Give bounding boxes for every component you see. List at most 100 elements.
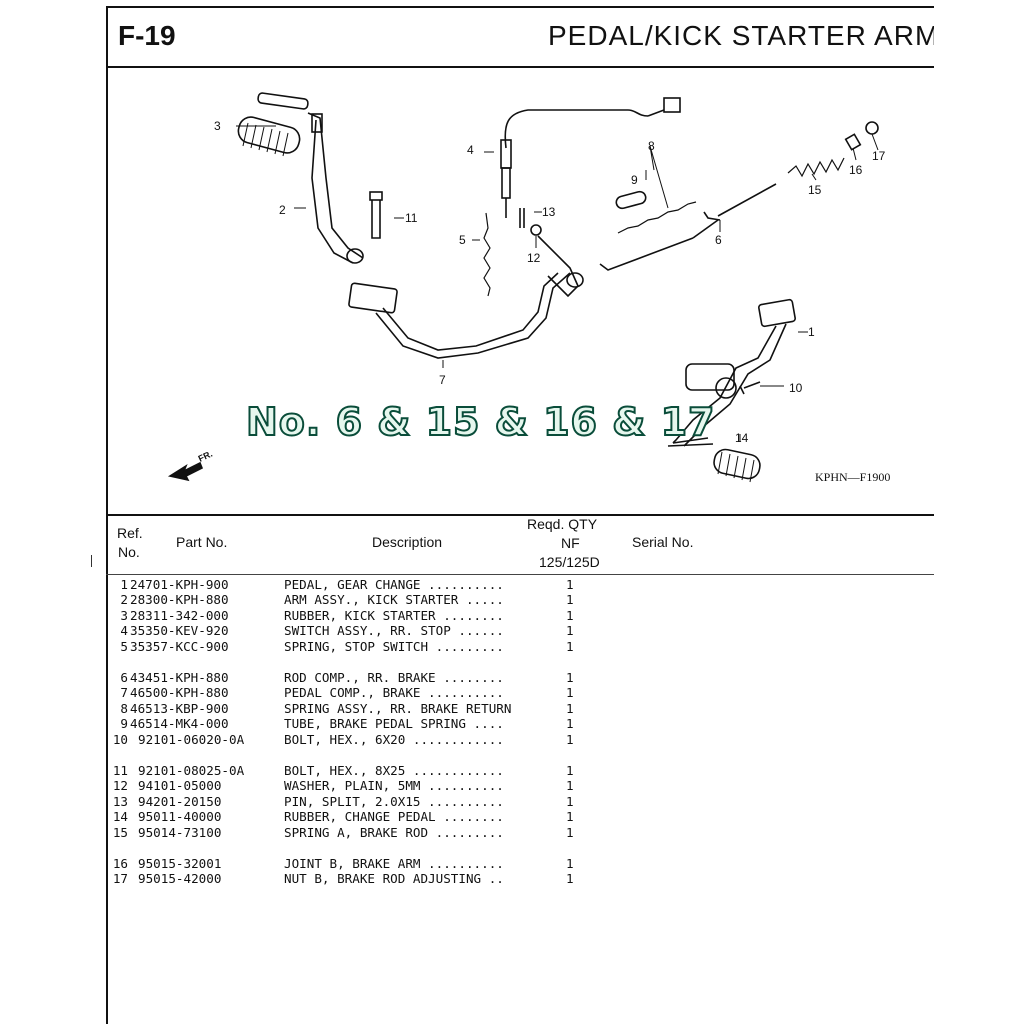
kick-starter-rubber xyxy=(237,116,301,157)
bolt-10 xyxy=(739,381,761,395)
quantity: 1 xyxy=(566,856,574,871)
callout-14: 14 xyxy=(735,431,749,445)
diagram-divider xyxy=(106,514,934,516)
ref-no: 7 xyxy=(120,685,128,701)
ref-no: 13 xyxy=(112,793,128,809)
part-no: 35357-KCC-900 xyxy=(130,638,229,654)
part-no: 46500-KPH-880 xyxy=(130,685,229,701)
ref-no: 3 xyxy=(120,607,128,623)
description: RUBBER, KICK STARTER ........ xyxy=(284,607,504,623)
callout-6: 6 xyxy=(715,233,722,247)
bolt-11 xyxy=(369,191,383,239)
quantity: 1 xyxy=(566,670,574,685)
callout-13: 13 xyxy=(542,205,556,219)
ref-no: 17 xyxy=(112,871,128,887)
ref-no: 12 xyxy=(112,778,128,794)
brake-pedal xyxy=(348,235,584,359)
ref-no: 11 xyxy=(112,763,128,778)
description: NUT B, BRAKE ROD ADJUSTING .. xyxy=(284,871,504,887)
callout-2: 2 xyxy=(279,203,286,217)
description: ROD COMP., RR. BRAKE ........ xyxy=(284,670,504,685)
description: BOLT, HEX., 8X25 ............ xyxy=(284,763,504,778)
ref-no: 14 xyxy=(112,809,128,825)
callout-16: 16 xyxy=(849,163,863,177)
description: SPRING, STOP SWITCH ......... xyxy=(284,638,504,654)
kick-starter-arm xyxy=(257,92,364,264)
description: SPRING ASSY., RR. BRAKE RETURN xyxy=(284,700,512,716)
quantity: 1 xyxy=(566,685,574,701)
part-no: 94101-05000 xyxy=(138,778,222,794)
description: PEDAL COMP., BRAKE .......... xyxy=(284,685,504,701)
quantity: 1 xyxy=(566,716,574,732)
part-no: 95015-42000 xyxy=(138,871,222,887)
quantity: 1 xyxy=(566,592,574,608)
brake-rod xyxy=(599,183,777,271)
change-pedal-rubber xyxy=(713,448,761,483)
gear-change-pedal xyxy=(667,298,796,447)
header-ref-line1: Ref. xyxy=(117,525,143,541)
quantity: 1 xyxy=(566,763,574,778)
part-no: 92101-08025-0A xyxy=(138,763,245,778)
part-no: 46513-KBP-900 xyxy=(130,700,229,716)
part-no: 95014-73100 xyxy=(138,824,222,840)
part-no: 28300-KPH-880 xyxy=(130,592,229,608)
brake-arm-joint xyxy=(844,133,862,151)
part-no: 24701-KPH-900 xyxy=(130,577,229,592)
callout-5: 5 xyxy=(459,233,466,247)
header-part-no: Part No. xyxy=(176,534,228,550)
front-label: FR. xyxy=(197,449,214,464)
callout-leaders xyxy=(236,125,879,442)
ref-no: 4 xyxy=(120,623,128,639)
part-no: 95015-32001 xyxy=(138,856,222,871)
callout-12: 12 xyxy=(527,251,541,265)
quantity: 1 xyxy=(566,871,574,887)
quantity: 1 xyxy=(566,809,574,825)
ref-no: 5 xyxy=(120,638,128,654)
description: PEDAL, GEAR CHANGE .......... xyxy=(284,577,504,592)
callout-1: 1 xyxy=(808,325,815,339)
callout-3: 3 xyxy=(214,119,221,133)
description: JOINT B, BRAKE ARM .......... xyxy=(284,856,504,871)
ref-no: 6 xyxy=(120,670,128,685)
callout-11: 11 xyxy=(405,211,418,225)
stop-switch xyxy=(500,97,681,218)
header-ref-line2: No. xyxy=(118,544,140,560)
split-pin xyxy=(519,208,525,228)
table-row: 1 24701-KPH-900 PEDAL, GEAR CHANGE .......… xyxy=(118,577,588,592)
figure-title: PEDAL/KICK STARTER ARM xyxy=(548,20,934,51)
illustration-code: KPHN—F1900 xyxy=(815,470,891,484)
header-qty-line3: 125/125D xyxy=(539,554,600,570)
table-row: 12 94101-05000 WASHER, PLAIN, 5MM ........… xyxy=(113,778,588,794)
callout-8: 8 xyxy=(648,139,655,153)
quantity: 1 xyxy=(566,577,574,592)
header-qty-line2: NF xyxy=(561,535,580,551)
quantity: 1 xyxy=(566,778,574,794)
header-description: Description xyxy=(372,534,443,550)
stop-switch-spring xyxy=(483,212,491,297)
part-no: 95011-40000 xyxy=(138,809,222,825)
description: PIN, SPLIT, 2.0X15 .......... xyxy=(284,793,504,809)
ref-no: 16 xyxy=(112,856,128,871)
description: SWITCH ASSY., RR. STOP ...... xyxy=(284,623,504,639)
callout-7: 7 xyxy=(439,373,446,387)
header-divider xyxy=(106,66,934,68)
ref-no: 8 xyxy=(120,700,128,716)
description: RUBBER, CHANGE PEDAL ........ xyxy=(284,809,504,825)
table-row: 14 95011-40000 RUBBER, CHANGE PEDAL ......… xyxy=(113,809,588,825)
description: BOLT, HEX., 6X20 ............ xyxy=(284,731,504,747)
part-no: 35350-KEV-920 xyxy=(130,623,229,639)
quantity: 1 xyxy=(566,824,574,840)
description: WASHER, PLAIN, 5MM .......... xyxy=(284,778,504,794)
callout-15: 15 xyxy=(808,183,822,197)
part-no: 28311-342-000 xyxy=(130,607,229,623)
table-row: 11 92101-08025-0A BOLT, HEX., 8X25 .......… xyxy=(113,763,588,778)
